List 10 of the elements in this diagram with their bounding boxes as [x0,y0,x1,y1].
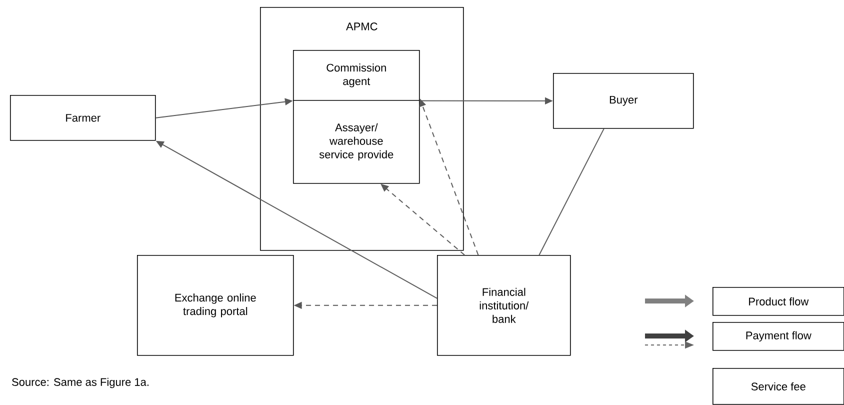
process-box: Exchange online trading portal [137,255,294,356]
process-box: Commission agent [293,50,420,101]
process-box: Assayer/ warehouse service provide [293,100,420,184]
process-box: Financial institution/ bank [437,255,571,356]
process-box: Buyer [553,73,694,129]
process-box: Farmer [10,95,156,141]
source-note: Source: Same as Figure 1a. [12,378,148,388]
legend-box: Product flow [712,287,844,316]
legend-box: Service fee [712,368,844,405]
legend-box: Payment flow [712,322,844,351]
